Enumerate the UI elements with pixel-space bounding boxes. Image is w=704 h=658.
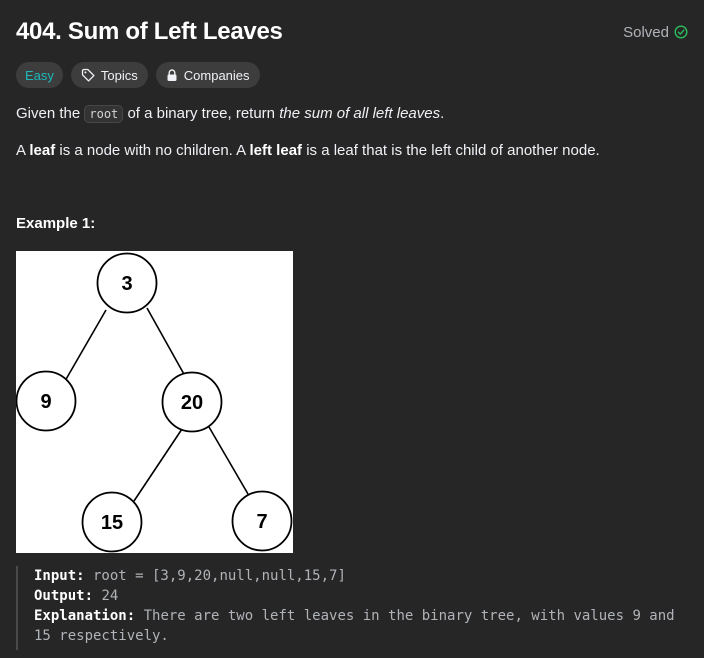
tree-node-label: 20 [181,392,203,414]
output-value: 24 [93,588,119,604]
desc1-text-post: . [440,105,445,122]
tree-node-label: 7 [256,511,267,533]
title-row: 404. Sum of Left Leaves Solved [16,14,688,50]
companies-label: Companies [183,67,250,83]
edge-20-15 [133,428,183,502]
desc1-emphasis: the sum of all left leaves [279,105,441,122]
output-line: Output: 24 [34,586,688,606]
tree-node-circle [231,490,293,552]
edge-3-20 [146,307,186,377]
difficulty-label: Easy [25,67,54,83]
desc1-text-mid: of a binary tree, return [123,105,280,122]
edge-3-9 [64,309,107,382]
companies-button[interactable]: Companies [155,62,260,88]
desc2-text-c: is a node with no children. A [55,142,250,159]
solved-label: Solved [623,23,669,41]
explanation-value: There are two left leaves in the binary … [34,608,684,644]
binary-tree-diagram: 3 9 20 15 7 [16,251,293,553]
tree-node-label: 15 [101,512,123,534]
input-line: Input: root = [3,9,20,null,null,15,7] [34,566,688,586]
check-circle-icon [674,25,688,39]
tree-node-circle [16,370,77,432]
tree-node-circle [81,491,143,553]
lock-icon [166,68,178,82]
inline-code-root: root [84,105,124,123]
tree-node-circle [96,252,158,314]
desc2-text-d: is a leaf that is the left child of anot… [302,142,600,159]
input-value: root = [3,9,20,null,null,15,7] [84,568,346,584]
desc1-text-pre: Given the [16,105,85,122]
difficulty-badge[interactable]: Easy [16,62,63,88]
desc2-bold-leaf: leaf [29,142,56,159]
example-io-block: Input: root = [3,9,20,null,null,15,7] Ou… [16,566,688,650]
desc2-text-a: A [16,142,30,159]
description-paragraph-2: A leaf is a node with no children. A lef… [16,141,600,161]
explanation-label: Explanation: [34,608,136,624]
tag-icon [81,68,95,82]
edge-20-7 [208,426,249,495]
tree-node-label: 9 [40,391,51,413]
solved-status: Solved [623,24,688,41]
problem-title[interactable]: 404. Sum of Left Leaves [16,18,283,45]
tree-node-label: 3 [121,273,132,295]
tree-node-circle [161,371,223,433]
desc2-bold-left-leaf: left leaf [249,142,303,159]
output-label: Output: [34,588,94,604]
description-paragraph-1: Given the root of a binary tree, return … [16,104,444,124]
input-label: Input: [34,568,85,584]
topics-label: Topics [100,67,138,83]
tag-row: Easy Topics Companies [16,62,260,88]
explanation-line: Explanation: There are two left leaves i… [34,606,688,646]
example-heading: Example 1: [16,215,96,232]
topics-button[interactable]: Topics [70,62,148,88]
